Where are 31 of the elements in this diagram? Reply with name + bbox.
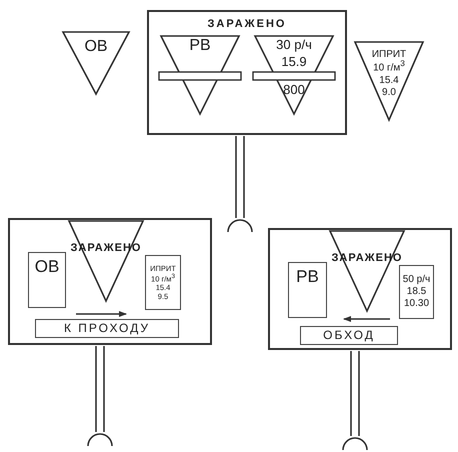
sign-text: ОВ (84, 38, 108, 56)
warning-triangle (158, 34, 242, 116)
sign-panel (28, 252, 66, 308)
sign-text: 18.5 (406, 286, 426, 298)
sign-panel (399, 265, 434, 319)
sign-text: 800 (283, 83, 305, 98)
sign-text: РВ (189, 37, 211, 55)
sign-panel (288, 262, 327, 318)
sign-text: 15.4 (379, 75, 399, 86)
sign-text: РВ (296, 267, 319, 288)
sign-board (268, 228, 452, 350)
sign-panel (145, 255, 181, 310)
sign-text: 9.0 (382, 87, 396, 98)
sign-text: 10.30 (404, 298, 430, 310)
sign-text: К ПРОХОДУ (64, 321, 150, 336)
sign-text: ОВ (34, 257, 60, 278)
sign-text: ИПРИТ (372, 49, 406, 60)
sign-text: ОБХОД (323, 328, 375, 343)
sign-text: 30 р/ч (276, 38, 312, 52)
warning-triangle (66, 219, 146, 303)
sign-heading: ЗАРАЖЕНО (208, 18, 286, 30)
sign-text: 50 р/ч (402, 274, 430, 286)
sign-panel (300, 326, 398, 345)
sign-text: 15.9 (281, 55, 307, 70)
sign-text: 10 г/м$^{3}$ (373, 58, 405, 73)
warning-triangle (252, 34, 336, 116)
warning-triangle (60, 30, 132, 96)
sign-board (147, 10, 347, 135)
sign-panel (35, 319, 179, 338)
sign-board (8, 218, 212, 345)
warning-triangle (352, 40, 426, 122)
